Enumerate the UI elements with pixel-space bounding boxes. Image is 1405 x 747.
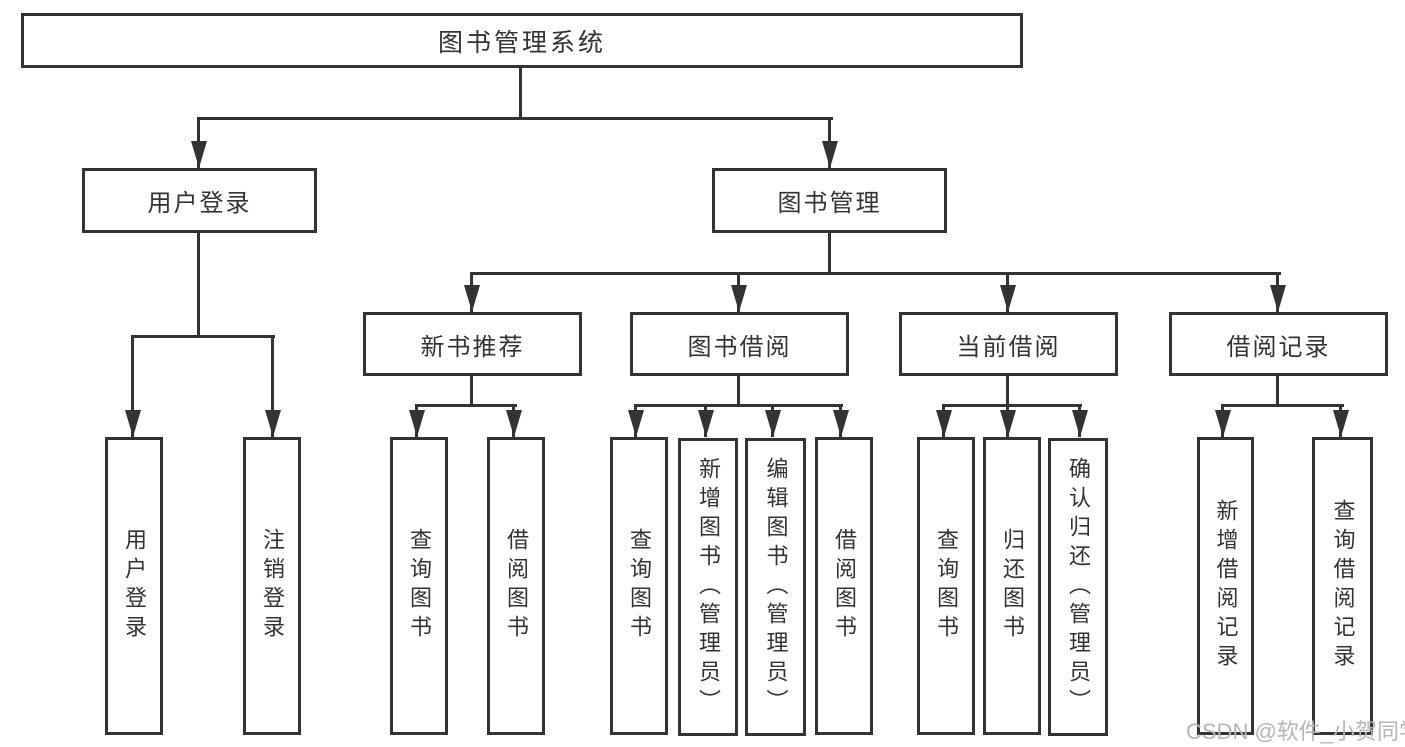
- leaf-query-books: 查询图书: [917, 437, 975, 735]
- arrow-down-icon: [265, 410, 281, 437]
- arrow-down-icon: [731, 285, 747, 312]
- connector-line: [415, 404, 517, 407]
- connector-line: [634, 404, 843, 407]
- connector-line: [942, 404, 1082, 407]
- arrow-down-icon: [765, 410, 781, 437]
- leaf-query-books: 查询图书: [390, 437, 448, 735]
- connector-line: [470, 272, 1281, 275]
- leaf-edit-book-admin: 编辑图书（管理员）: [745, 438, 806, 736]
- connector-line: [828, 233, 831, 274]
- leaf-add-borrow-record: 新增借阅记录: [1197, 437, 1254, 735]
- arrow-down-icon: [822, 141, 838, 168]
- connector-line: [131, 335, 275, 338]
- connector-line: [197, 233, 200, 337]
- node-current-borrow: 当前借阅: [899, 312, 1118, 376]
- connector-line: [1276, 375, 1279, 406]
- node-label: 图书管理系统: [437, 28, 606, 57]
- leaf-logout: 注销登录: [243, 437, 301, 735]
- leaf-query-books: 查询图书: [610, 437, 668, 735]
- arrow-down-icon: [409, 410, 425, 437]
- arrow-down-icon: [1000, 285, 1016, 312]
- node-book-borrow: 图书借阅: [630, 312, 849, 376]
- node-borrow-record: 借阅记录: [1169, 312, 1388, 376]
- arrow-down-icon: [125, 410, 141, 437]
- arrow-down-icon: [833, 410, 849, 437]
- connector-line: [519, 66, 522, 119]
- connector-line: [197, 117, 833, 120]
- arrow-down-icon: [1333, 410, 1349, 437]
- node-label: 图书借阅: [687, 333, 792, 361]
- node-user-login: 用户登录: [82, 168, 317, 233]
- node-label: 当前借阅: [956, 333, 1061, 361]
- arrow-down-icon: [698, 410, 714, 437]
- leaf-return-books: 归还图书: [983, 437, 1041, 735]
- node-book-management: 图书管理: [712, 168, 947, 233]
- connector-line: [1006, 375, 1009, 406]
- arrow-down-icon: [191, 141, 207, 168]
- connector-line: [271, 335, 274, 437]
- leaf-borrow-books: 借阅图书: [815, 437, 873, 735]
- connector-line: [470, 375, 473, 406]
- csdn-watermark: CSDN @软件_小贺同学: [1186, 719, 1405, 744]
- node-label: 借阅记录: [1226, 333, 1331, 361]
- leaf-confirm-return-admin: 确认归还（管理员）: [1048, 438, 1108, 736]
- arrow-down-icon: [936, 410, 952, 437]
- arrow-down-icon: [1072, 410, 1088, 437]
- arrow-down-icon: [506, 410, 522, 437]
- connector-line: [131, 335, 134, 437]
- arrow-down-icon: [1215, 410, 1231, 437]
- arrow-down-icon: [628, 410, 644, 437]
- node-new-book-recommend: 新书推荐: [363, 312, 582, 376]
- node-label: 图书管理: [777, 190, 882, 217]
- node-root-system: 图书管理系统: [21, 13, 1023, 68]
- node-label: 用户登录: [147, 190, 252, 217]
- leaf-query-borrow-record: 查询借阅记录: [1312, 437, 1373, 735]
- arrow-down-icon: [464, 285, 480, 312]
- leaf-add-book-admin: 新增图书（管理员）: [678, 438, 738, 736]
- leaf-borrow-books: 借阅图书: [487, 437, 545, 735]
- connector-line: [737, 375, 740, 406]
- leaf-user-login: 用户登录: [105, 437, 163, 735]
- connector-line: [1221, 404, 1344, 407]
- arrow-down-icon: [1000, 410, 1016, 437]
- arrow-down-icon: [1270, 285, 1286, 312]
- node-label: 新书推荐: [420, 333, 525, 361]
